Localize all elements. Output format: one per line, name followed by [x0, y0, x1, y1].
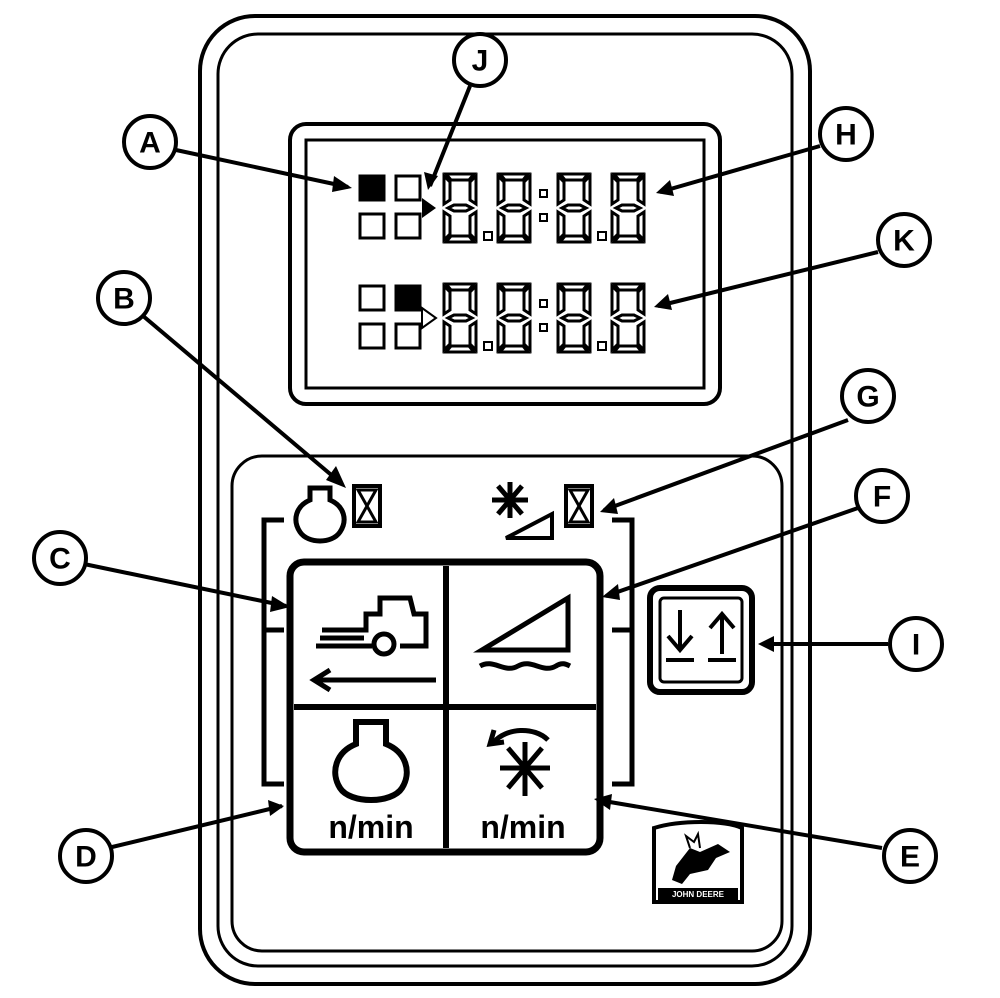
thresher-hours-icon — [492, 482, 594, 540]
row2-pointer-arrow — [421, 306, 438, 330]
display-row2-indicator — [358, 284, 438, 350]
thresher-speed-button[interactable]: n/min — [450, 711, 596, 848]
callout-J: J — [452, 32, 508, 88]
engine-icon — [332, 719, 410, 803]
callout-C: C — [32, 530, 88, 586]
display-row2-digits — [442, 282, 646, 354]
left-bracket — [261, 517, 284, 787]
callout-H: H — [818, 106, 874, 162]
svg-text:JOHN DEERE: JOHN DEERE — [672, 890, 725, 899]
svg-text:B: B — [113, 283, 135, 316]
header-height-button[interactable] — [450, 568, 596, 703]
header-height-icon — [473, 593, 572, 671]
lcd-display — [288, 122, 722, 406]
svg-text:I: I — [912, 629, 920, 662]
monitor-housing-inner — [216, 32, 794, 968]
svg-text:H: H — [835, 119, 857, 152]
callout-K: K — [876, 212, 932, 268]
callout-G: G — [840, 368, 896, 424]
ground-speed-button[interactable] — [296, 568, 442, 703]
display-row1-digits — [442, 172, 646, 244]
engine-speed-unit: n/min — [328, 809, 413, 845]
svg-text:A: A — [139, 127, 161, 160]
callout-arrowheads — [268, 172, 774, 816]
svg-text:D: D — [75, 841, 97, 874]
callout-I: I — [888, 616, 944, 672]
thresher-speed-unit: n/min — [480, 809, 565, 845]
callout-B: B — [96, 270, 152, 326]
callout-A: A — [122, 114, 178, 170]
display-row1-indicator — [358, 174, 436, 240]
callout-D: D — [58, 828, 114, 884]
callout-F: F — [854, 468, 910, 524]
svg-text:J: J — [472, 45, 489, 78]
callout-E: E — [882, 828, 938, 884]
svg-text:F: F — [873, 481, 891, 514]
svg-text:G: G — [856, 381, 879, 414]
engine-speed-button[interactable]: n/min — [296, 711, 442, 848]
row1-pointer-arrow — [422, 198, 436, 218]
ground-speed-icon — [309, 595, 436, 693]
svg-text:C: C — [49, 543, 71, 576]
right-bracket — [612, 517, 635, 787]
leaping-deer-logo: JOHN DEERE — [652, 820, 744, 904]
svg-text:E: E — [900, 841, 920, 874]
engine-hours-icon — [293, 484, 382, 544]
scroll-toggle-button[interactable] — [647, 585, 755, 695]
callout-leaders — [83, 85, 888, 850]
rotor-icon — [486, 727, 550, 796]
svg-text:K: K — [893, 225, 915, 258]
scroll-toggle-icon — [666, 610, 736, 662]
